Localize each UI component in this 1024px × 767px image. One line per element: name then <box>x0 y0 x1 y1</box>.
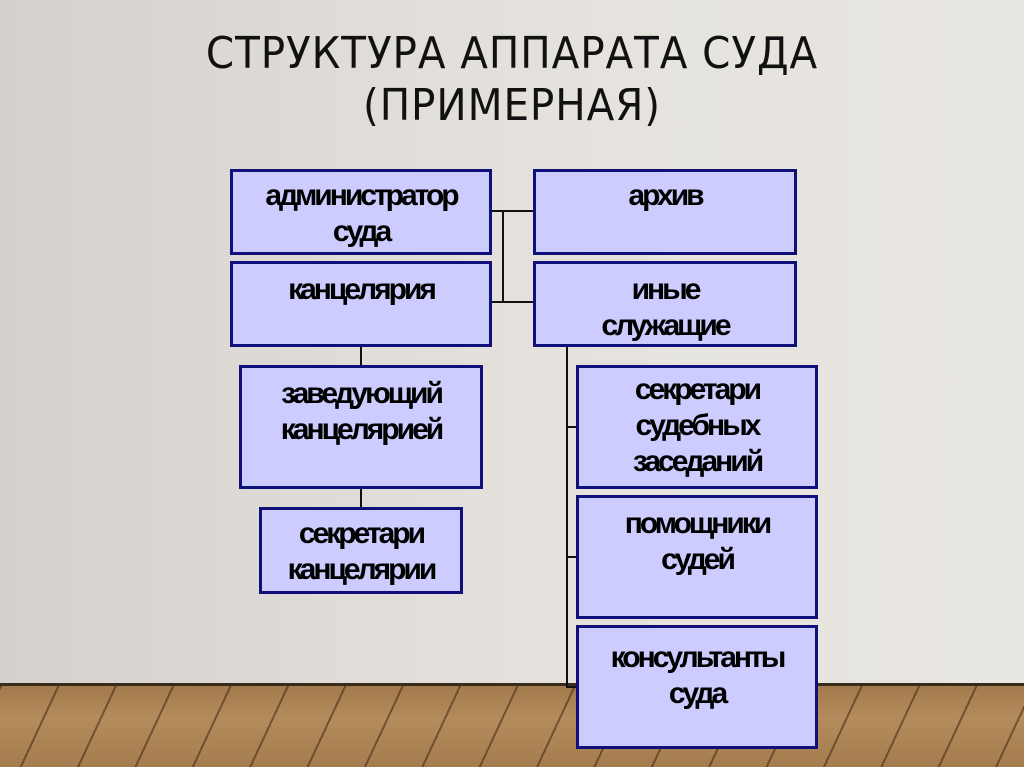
box-court-consultants: консультанты суда <box>576 625 818 749</box>
box-label-line: судебных <box>635 409 762 442</box>
box-label-line: канцелярией <box>280 413 444 446</box>
box-chancellery-secretaries: секретари канцелярии <box>259 507 463 594</box>
box-label-line: суда <box>668 677 728 710</box>
box-label-line: секретари <box>298 517 426 550</box>
connector-chancellery-to-head <box>360 345 362 367</box>
box-chancellery: канцелярия <box>230 261 492 347</box>
box-label-line: помощники <box>624 507 773 540</box>
wooden-floor-background <box>0 683 1024 767</box>
box-court-administrator: администратор суда <box>230 169 492 255</box>
connector-to-consultants <box>566 686 578 688</box>
wall-background <box>0 0 1024 683</box>
box-label-line: консультанты <box>610 641 787 674</box>
connector-central-vertical <box>502 210 504 302</box>
connector-head-to-secretaries <box>360 487 362 509</box>
box-label-line: заседаний <box>632 445 764 478</box>
box-label-line: канцелярии <box>287 553 438 586</box>
box-head-of-chancellery: заведующий канцелярией <box>239 365 483 489</box>
box-judge-assistants: помощники судей <box>576 495 818 619</box>
box-label-line: секретари <box>634 373 762 406</box>
connector-other-staff-vertical <box>566 345 568 687</box>
box-label-line: заведующий <box>281 377 444 410</box>
connector-chancellery-to-other-staff <box>491 301 535 303</box>
box-label-line: канцелярия <box>288 273 437 306</box>
connector-admin-to-archive <box>491 210 535 212</box>
box-label-line: иные <box>631 273 702 306</box>
box-archive: архив <box>533 169 797 255</box>
title-line-2: (ПРИМЕРНАЯ) <box>362 80 661 131</box>
connector-to-judge-assistants <box>566 556 578 558</box>
title-line-1: СТРУКТУРА АППАРАТА СУДА <box>205 28 819 79</box>
box-other-staff: иные служащие <box>533 261 797 347</box>
box-label-line: служащие <box>601 309 731 342</box>
box-label-line: судей <box>661 543 736 576</box>
box-court-session-secretaries: секретари судебных заседаний <box>576 365 818 489</box>
connector-to-session-secretaries <box>566 426 578 428</box>
box-label-line: администратор <box>265 179 459 212</box>
slide-title: СТРУКТУРА АППАРАТА СУДА (ПРИМЕРНАЯ) <box>41 28 983 132</box>
box-label-line: суда <box>332 215 392 248</box>
box-label-line: архив <box>628 179 704 212</box>
